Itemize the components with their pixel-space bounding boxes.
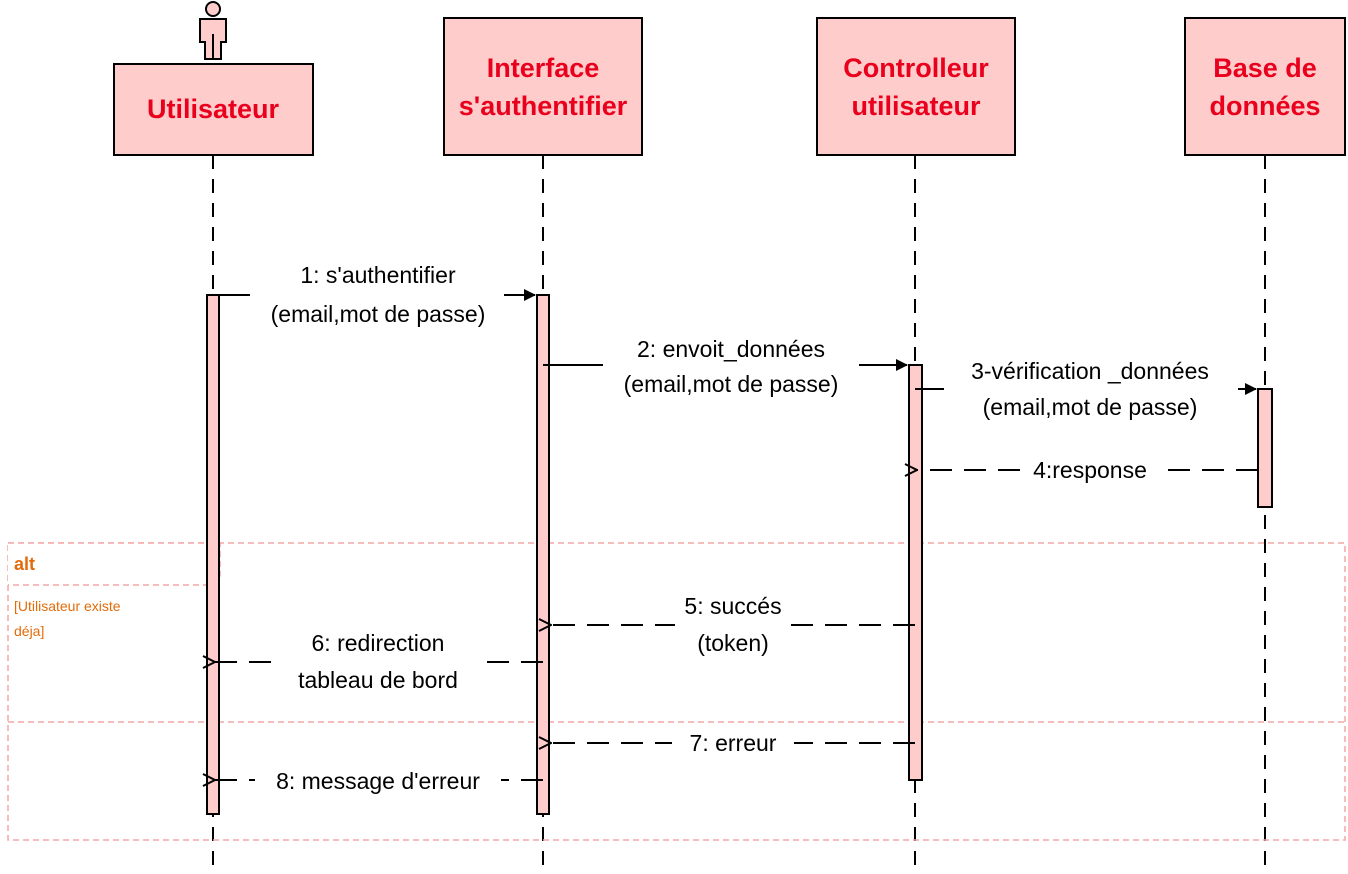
message-1-label-line1: 1: s'authentifier	[300, 262, 456, 288]
message-1: 1: s'authentifier (email,mot de passe)	[219, 258, 536, 330]
activation-interface	[536, 294, 550, 815]
lifeline-base-title-line2: données	[1209, 91, 1320, 121]
message-7-label: 7: erreur	[690, 730, 777, 756]
message-6-label-line2: tableau de bord	[298, 667, 458, 693]
alt-guard-line1: [Utilisateur existe	[14, 598, 121, 614]
message-4: 4:response	[917, 455, 1258, 485]
message-8: 8: message d'erreur	[215, 765, 543, 795]
message-1-label-line2: (email,mot de passe)	[271, 301, 486, 327]
lifeline-base-title-line1: Base de	[1213, 53, 1317, 83]
message-3: 3-vérification _données (email,mot de pa…	[915, 356, 1257, 424]
activation-controlleur	[908, 364, 923, 781]
alt-operator-label: alt	[14, 554, 35, 574]
lifeline-interface-title-line2: s'authentifier	[459, 91, 628, 121]
message-3-label-line1: 3-vérification _données	[971, 358, 1209, 384]
lifeline-controlleur-title-line2: utilisateur	[851, 91, 981, 121]
message-6-label-line1: 6: redirection	[312, 630, 445, 656]
message-3-label-line2: (email,mot de passe)	[983, 394, 1198, 420]
message-8-label: 8: message d'erreur	[276, 768, 480, 794]
lifeline-utilisateur: Utilisateur	[113, 63, 314, 156]
message-6: 6: redirection tableau de bord	[215, 628, 543, 696]
activation-base	[1257, 388, 1273, 508]
lifeline-controlleur: Controlleur utilisateur	[816, 17, 1016, 156]
alt-guard-line2: déja]	[14, 623, 44, 639]
message-7: 7: erreur	[551, 728, 915, 758]
lifeline-controlleur-title-line1: Controlleur	[843, 53, 989, 83]
activation-utilisateur	[206, 294, 220, 815]
lifeline-interface-title-line1: Interface	[487, 53, 600, 83]
message-2-label-line2: (email,mot de passe)	[624, 371, 839, 397]
message-5-label-line2: (token)	[697, 630, 769, 656]
lifeline-utilisateur-title: Utilisateur	[147, 94, 280, 124]
message-2: 2: envoit_données (email,mot de passe)	[543, 334, 908, 400]
message-4-label: 4:response	[1033, 457, 1147, 483]
lifeline-base: Base de données	[1184, 17, 1346, 156]
message-5-label-line1: 5: succés	[684, 593, 781, 619]
actor-icon	[199, 1, 227, 60]
message-5: 5: succés (token)	[551, 592, 915, 660]
message-2-label-line1: 2: envoit_données	[637, 336, 825, 362]
alt-frame: alt [Utilisateur existe déja]	[7, 542, 1346, 841]
lifeline-interface: Interface s'authentifier	[443, 17, 643, 156]
